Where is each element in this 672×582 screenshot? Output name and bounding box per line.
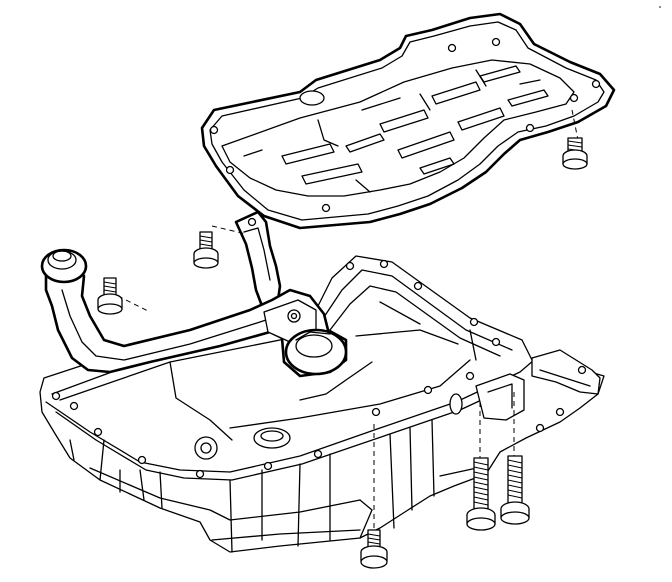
- baffle-slots: [243, 65, 549, 185]
- bolt-icon: [360, 529, 388, 569]
- corner-dot: [659, 6, 661, 8]
- bolt-icon: [193, 231, 219, 269]
- bolt-icon: [466, 457, 496, 531]
- oil-pickup-tube: [40, 248, 348, 378]
- bolt-icon: [97, 277, 123, 315]
- oil-pan: [39, 255, 605, 553]
- baffle-plate: [200, 12, 616, 230]
- bolt-icon: [500, 455, 530, 525]
- bolt-icon: [562, 137, 588, 170]
- pickup-brace: [234, 210, 282, 308]
